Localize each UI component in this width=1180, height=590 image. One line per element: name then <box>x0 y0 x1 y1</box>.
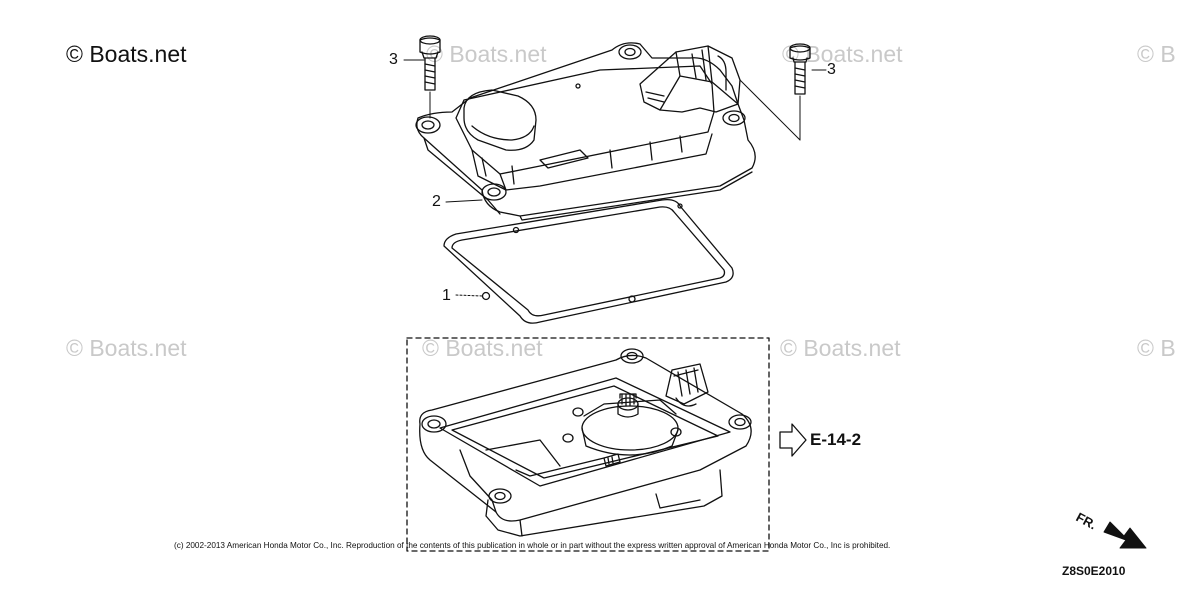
front-direction-arrow-icon: FR. <box>1074 509 1147 549</box>
bolt-right <box>789 43 811 95</box>
cover-part <box>415 42 756 221</box>
case-assembly <box>419 348 752 537</box>
reference-label: E-14-2 <box>810 430 862 449</box>
reference-frame <box>406 337 770 552</box>
seal-gasket-part <box>443 198 734 324</box>
watermark: © Boats.net <box>422 335 543 361</box>
callout-bolt-left: 3 <box>389 51 398 68</box>
watermark: © Boats.net <box>426 41 547 67</box>
callout-bolt-right: 3 <box>827 61 836 78</box>
watermark: © Boats.net <box>780 335 901 361</box>
watermark-main: © Boats.net <box>66 41 187 67</box>
front-label: FR. <box>1074 509 1100 532</box>
callout-seal: 1 <box>442 287 451 304</box>
watermark: © B <box>1137 41 1176 67</box>
copyright-notice: (c) 2002-2013 American Honda Motor Co., … <box>174 541 891 550</box>
watermark: © Boats.net <box>66 335 187 361</box>
diagram-code: Z8S0E2010 <box>1062 564 1126 578</box>
watermark: © Boats.net <box>782 41 903 67</box>
reference-arrow-icon <box>779 423 807 457</box>
callout-cover: 2 <box>432 193 441 210</box>
bolt-left <box>419 35 441 91</box>
leader-lines <box>403 59 827 297</box>
watermark: © B <box>1137 335 1176 361</box>
